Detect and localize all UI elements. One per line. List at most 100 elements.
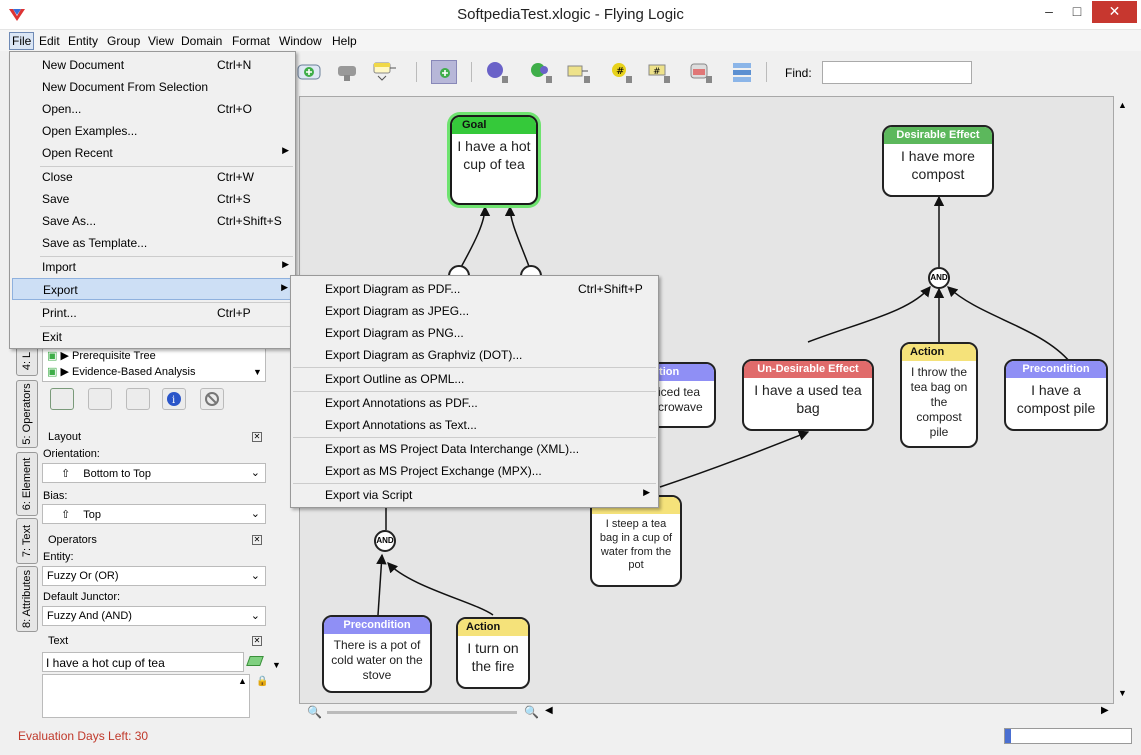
orientation-label: Orientation: bbox=[43, 448, 100, 460]
menu-item-import[interactable]: Import▶ bbox=[42, 259, 289, 274]
junctor-icon[interactable] bbox=[334, 60, 360, 84]
info-icon[interactable]: i bbox=[162, 388, 186, 410]
find-input[interactable] bbox=[822, 61, 972, 84]
menu-edit[interactable]: Edit bbox=[39, 34, 60, 48]
entity-title-field[interactable]: I have a hot cup of tea bbox=[42, 652, 244, 672]
add-template-icon[interactable] bbox=[88, 388, 112, 410]
close-icon[interactable]: ✕ bbox=[252, 432, 262, 442]
chevron-down-icon[interactable]: ▼ bbox=[253, 367, 262, 377]
minimize-button[interactable]: ‒ bbox=[1045, 3, 1053, 19]
export-diagram-jpeg[interactable]: Export Diagram as JPEG... bbox=[325, 304, 470, 318]
menu-group[interactable]: Group bbox=[107, 34, 141, 48]
export-annotations-text[interactable]: Export Annotations as Text... bbox=[325, 418, 477, 432]
scroll-up-icon[interactable]: ▲ bbox=[1118, 100, 1127, 110]
export-diagram-graphviz[interactable]: Export Diagram as Graphviz (DOT)... bbox=[325, 348, 523, 362]
goal-node[interactable]: Goal I have a hot cup of tea bbox=[450, 115, 538, 205]
duplicate-template-icon[interactable] bbox=[126, 388, 150, 410]
panel-scroll-down-icon[interactable]: ▼ bbox=[272, 660, 281, 670]
undesirable-effect-node[interactable]: Un-Desirable Effect I have a used tea ba… bbox=[742, 359, 874, 431]
template-list[interactable]: ▣ ▶ Prerequisite Tree ▣ ▶ Evidence-Based… bbox=[42, 346, 266, 382]
scroll-up-icon[interactable]: ▲ bbox=[238, 676, 247, 686]
bias-select[interactable]: ⇧ Top ⌄ bbox=[42, 504, 266, 524]
action-throw-node[interactable]: Action I throw the tea bag on the compos… bbox=[900, 342, 978, 448]
menu-help[interactable]: Help bbox=[332, 34, 357, 48]
entity-operator-select[interactable]: Fuzzy Or (OR) ⌄ bbox=[42, 566, 266, 586]
edge-number-icon[interactable]: # bbox=[646, 60, 672, 84]
action-throw-text: I throw the tea bag on the compost pile bbox=[910, 365, 968, 439]
delete-template-icon[interactable] bbox=[200, 388, 224, 410]
menu-view[interactable]: View bbox=[148, 34, 174, 48]
menu-item-open[interactable]: Open...Ctrl+O bbox=[42, 102, 253, 116]
menu-item-print[interactable]: Print...Ctrl+P bbox=[42, 306, 251, 320]
export-ms-project-xml[interactable]: Export as MS Project Data Interchange (X… bbox=[325, 442, 580, 456]
menu-domain[interactable]: Domain bbox=[181, 34, 223, 48]
export-diagram-png[interactable]: Export Diagram as PNG... bbox=[325, 326, 464, 340]
precondition-compost-node[interactable]: Precondition I have a compost pile bbox=[1004, 359, 1108, 431]
menu-item-export[interactable]: Export▶ bbox=[12, 278, 293, 300]
zoom-in-icon[interactable]: 🔍 bbox=[524, 705, 539, 719]
tab-attributes[interactable]: 8: Attributes bbox=[16, 566, 38, 632]
menu-item-save-as-template[interactable]: Save as Template... bbox=[42, 236, 148, 250]
evaluation-status-text: Evaluation Days Left: 30 bbox=[18, 729, 149, 743]
menu-item-open-examples[interactable]: Open Examples... bbox=[42, 124, 138, 138]
close-button[interactable]: ✕ bbox=[1092, 1, 1137, 23]
layout-icon[interactable] bbox=[730, 60, 756, 84]
menu-item-exit[interactable]: Exit bbox=[42, 330, 63, 344]
action-steep-node[interactable]: Action I steep a tea bag in a cup of wat… bbox=[590, 495, 682, 587]
menu-format[interactable]: Format bbox=[232, 34, 271, 48]
scroll-right-icon[interactable]: ▶ bbox=[1101, 705, 1109, 716]
menu-item-new-from-selection[interactable]: New Document From Selection bbox=[42, 80, 209, 94]
tree-item-evidence[interactable]: ▣ ▶ Evidence-Based Analysis bbox=[47, 366, 196, 378]
vertical-scrollbar[interactable]: ▲ ▼ bbox=[1114, 96, 1132, 704]
app-logo-icon[interactable] bbox=[8, 6, 26, 24]
annotation-textarea[interactable] bbox=[42, 674, 250, 718]
menu-item-save-as[interactable]: Save As...Ctrl+Shift+S bbox=[42, 214, 282, 228]
tab-element[interactable]: 6: Element bbox=[16, 452, 38, 516]
and-junctor-top[interactable]: AND bbox=[928, 267, 950, 289]
menu-window[interactable]: Window bbox=[279, 34, 322, 48]
menu-entity[interactable]: Entity bbox=[68, 34, 99, 48]
desirable-effect-node[interactable]: Desirable Effect I have more compost bbox=[882, 125, 994, 197]
and-junctor-bottom[interactable]: AND bbox=[374, 530, 396, 552]
close-icon[interactable]: ✕ bbox=[252, 535, 262, 545]
action-fire-node[interactable]: Action I turn on the fire bbox=[456, 617, 530, 689]
menu-item-open-recent[interactable]: Open Recent▶ bbox=[42, 145, 289, 160]
confidence-icon[interactable] bbox=[484, 60, 510, 84]
edge-weight-icon[interactable] bbox=[528, 60, 554, 84]
horizontal-scrollbar[interactable]: 🔍 🔍 ◀ ▶ bbox=[299, 704, 1114, 722]
default-junctor-select[interactable]: Fuzzy And (AND) ⌄ bbox=[42, 606, 266, 626]
export-outline-opml[interactable]: Export Outline as OPML... bbox=[325, 372, 465, 386]
new-from-template-icon[interactable] bbox=[50, 388, 74, 410]
diagram-edges bbox=[376, 195, 1071, 616]
maximize-button[interactable]: □ bbox=[1072, 3, 1082, 19]
zoom-slider[interactable] bbox=[327, 711, 517, 714]
export-diagram-pdf[interactable]: Export Diagram as PDF...Ctrl+Shift+P bbox=[325, 282, 643, 296]
add-successor-icon[interactable] bbox=[372, 60, 398, 84]
new-group-icon[interactable] bbox=[431, 60, 457, 84]
scroll-left-icon[interactable]: ◀ bbox=[545, 705, 553, 716]
close-icon[interactable]: ✕ bbox=[252, 636, 262, 646]
lock-icon[interactable]: 🔒 bbox=[256, 676, 269, 687]
tree-item-prerequisite[interactable]: ▣ ▶ Prerequisite Tree bbox=[47, 350, 156, 362]
export-via-script[interactable]: Export via Script▶ bbox=[325, 487, 650, 502]
tab-text[interactable]: 7: Text bbox=[16, 518, 38, 564]
export-annotations-pdf[interactable]: Export Annotations as PDF... bbox=[325, 396, 478, 410]
diagram-canvas[interactable]: Goal I have a hot cup of tea Desirable E… bbox=[299, 96, 1114, 704]
precondition-water-node[interactable]: Precondition There is a pot of cold wate… bbox=[322, 615, 432, 693]
orientation-select[interactable]: ⇧ Bottom to Top ⌄ bbox=[42, 463, 266, 483]
entity-class-icon[interactable] bbox=[566, 60, 592, 84]
number-icon[interactable]: # bbox=[608, 60, 634, 84]
tab-operators[interactable]: 5: Operators bbox=[16, 380, 38, 448]
scroll-down-icon[interactable]: ▼ bbox=[1118, 688, 1127, 698]
export-ms-project-mpx[interactable]: Export as MS Project Exchange (MPX)... bbox=[325, 464, 542, 478]
edit-text-icon[interactable] bbox=[246, 656, 264, 666]
annotation-icon[interactable] bbox=[688, 60, 714, 84]
tab-4[interactable]: 4: L bbox=[16, 346, 38, 376]
zoom-out-icon[interactable]: 🔍 bbox=[307, 705, 322, 719]
precondition-water-text: There is a pot of cold water on the stov… bbox=[331, 638, 423, 682]
menu-file[interactable]: File bbox=[9, 32, 35, 50]
add-entity-icon[interactable] bbox=[296, 60, 322, 84]
